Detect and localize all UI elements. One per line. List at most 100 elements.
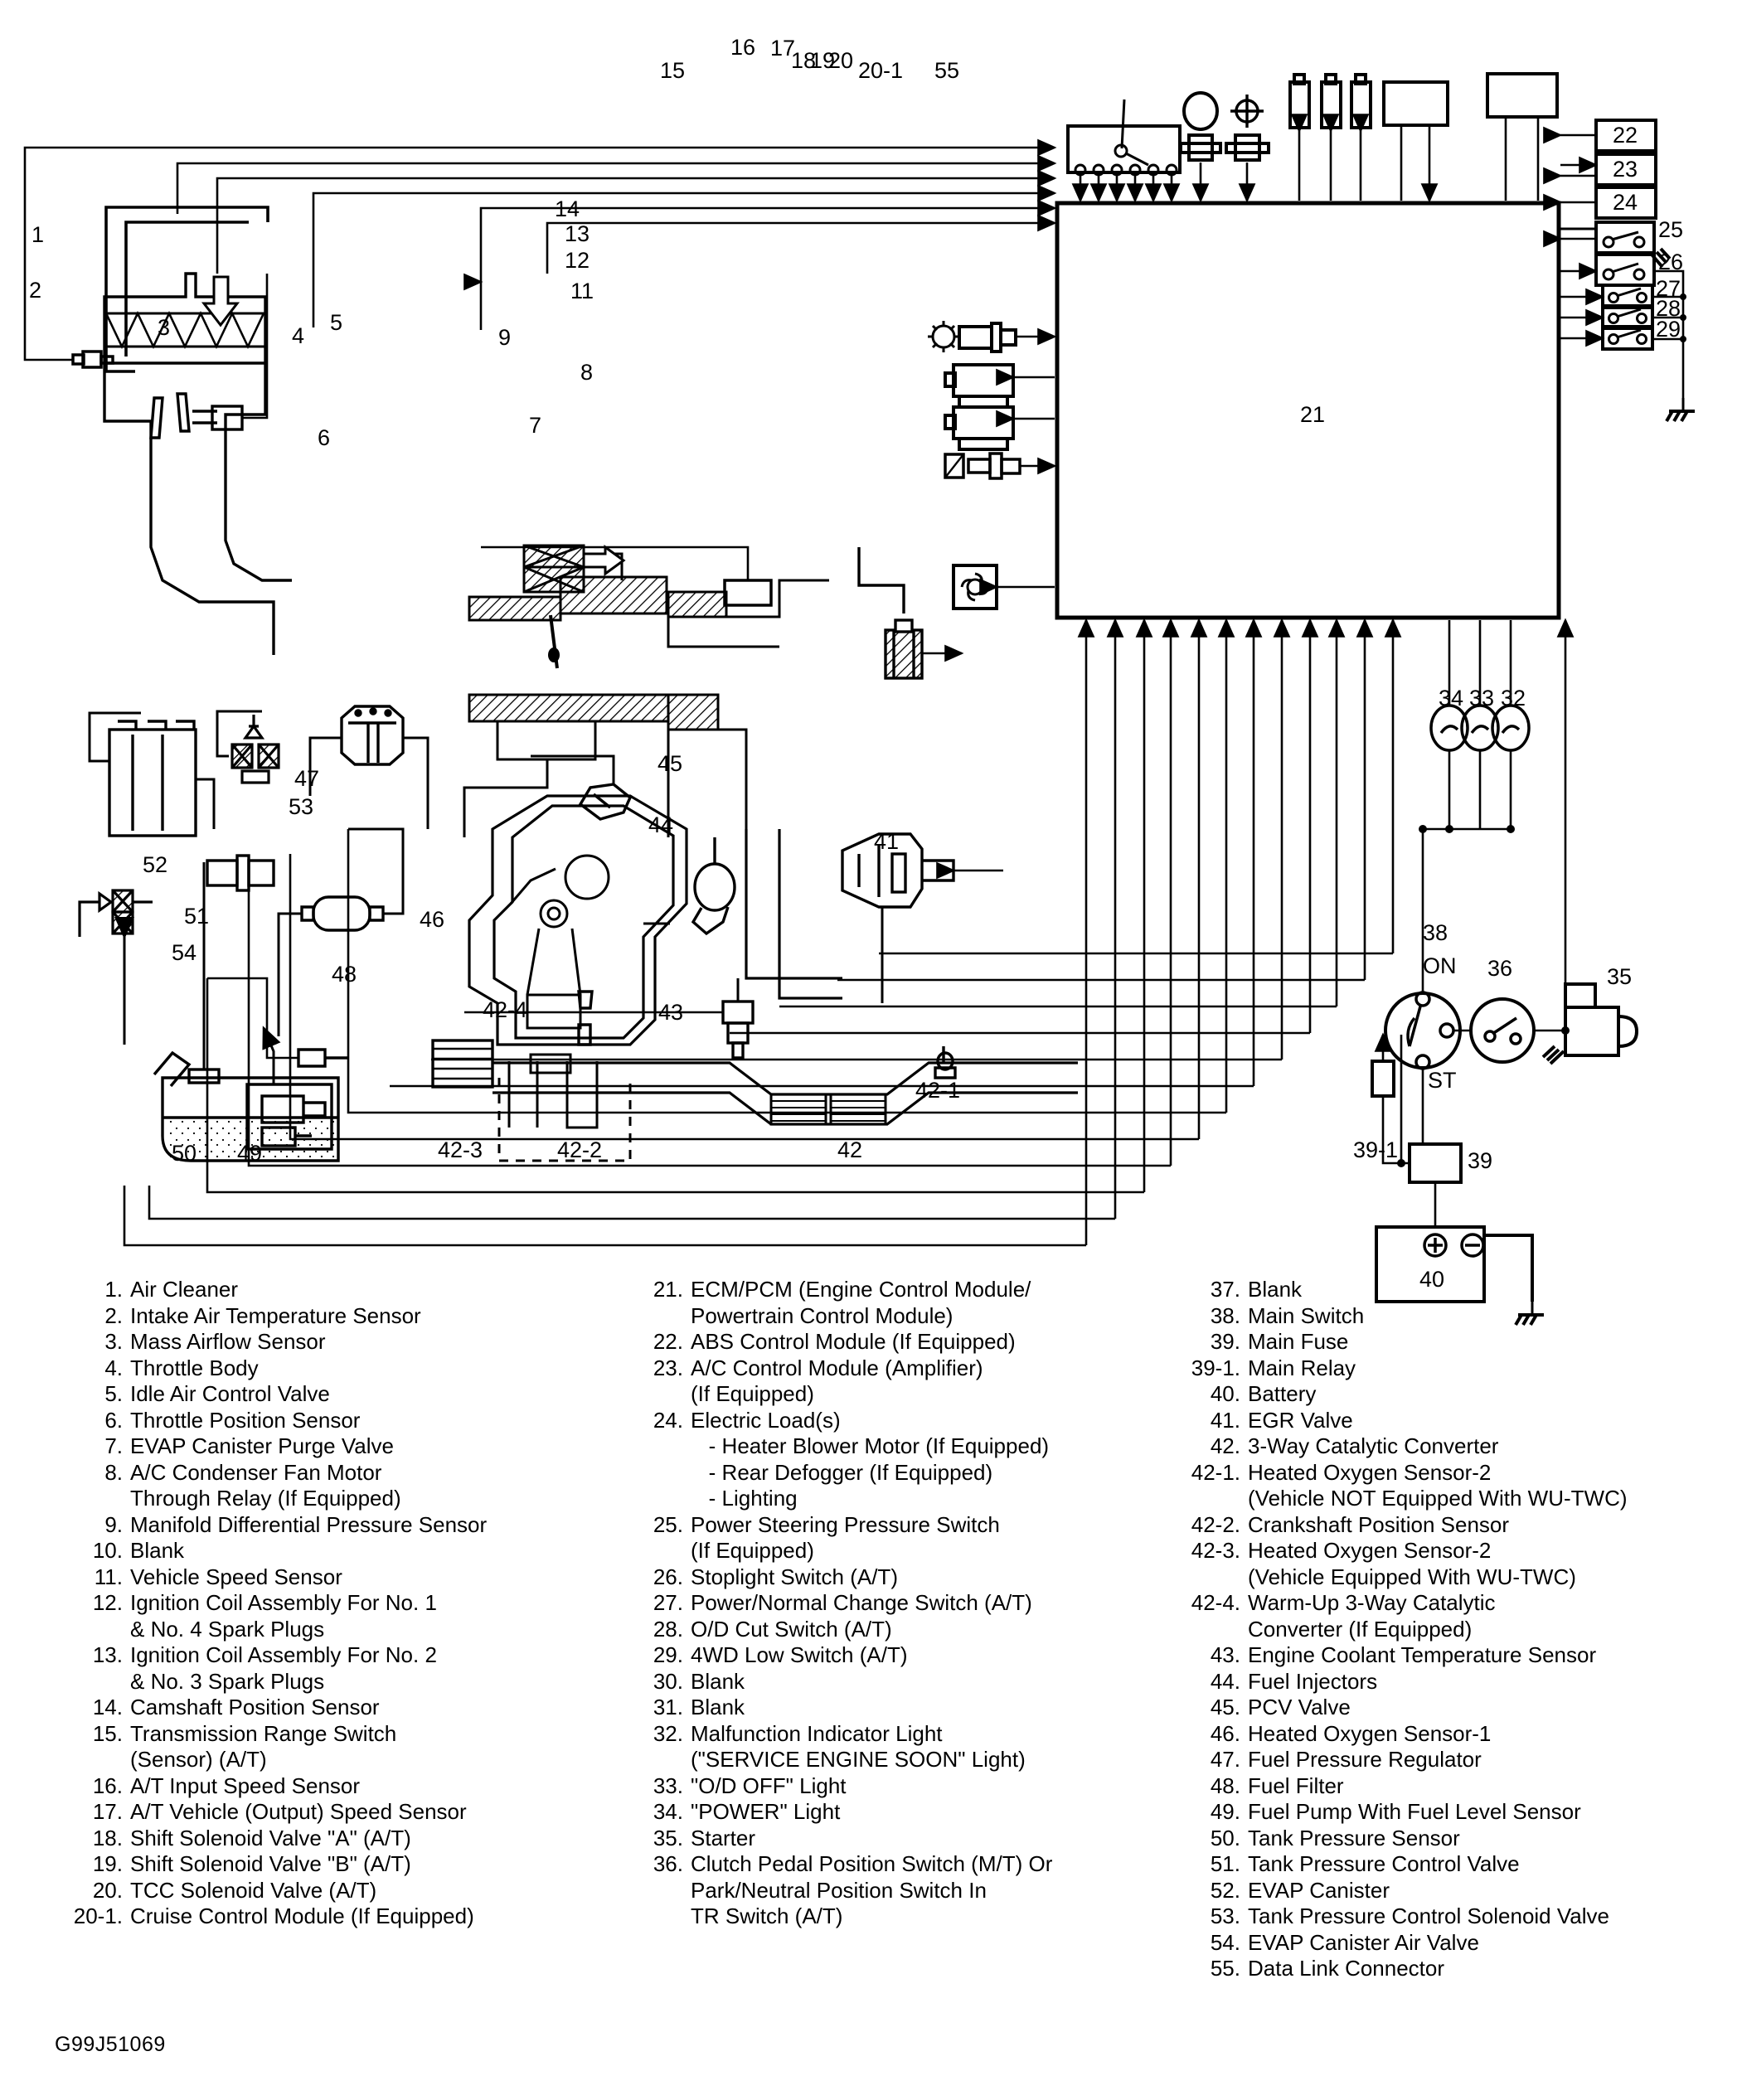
callout-39: 39 [1468, 1148, 1493, 1173]
legend-item-label: EVAP Canister Air Valve [1248, 1929, 1479, 1955]
callout-18: 18 [791, 48, 817, 73]
callout-42-2: 42-2 [557, 1137, 603, 1162]
legend-item-number: 35. [653, 1825, 683, 1850]
callout-33: 33 [1469, 686, 1495, 711]
legend-item-number: 20. [92, 1877, 123, 1903]
legend-item: 52.EVAP Canister [1154, 1878, 1628, 1904]
legend-item-label: Power/Normal Change Switch (A/T) [691, 1590, 1032, 1615]
legend-item-label: - Lighting [691, 1486, 798, 1511]
legend-item-label: Battery [1248, 1381, 1317, 1406]
legend-item-number: 33. [653, 1773, 683, 1798]
callout-6: 6 [318, 425, 331, 450]
legend-item-number: 41. [1210, 1407, 1240, 1433]
legend-item-label: - Heater Blower Motor (If Equipped) [691, 1433, 1050, 1458]
legend-item-number: 19. [92, 1851, 123, 1876]
legend-item-number: 52. [1210, 1877, 1240, 1903]
legend-item-number: 45. [1210, 1695, 1240, 1719]
legend-item: 55.Data Link Connector [1154, 1956, 1628, 1982]
legend-item-label: Fuel Injectors [1248, 1668, 1378, 1694]
legend-item-label: PCV Valve [1248, 1695, 1351, 1719]
legend-item-label: O/D Cut Switch (A/T) [691, 1616, 892, 1642]
callout-55: 55 [934, 58, 960, 83]
legend-item: 15.(Sensor) (A/T) [51, 1747, 487, 1773]
legend-item-label: A/C Condenser Fan Motor [130, 1459, 382, 1485]
callout-45: 45 [657, 751, 683, 776]
legend-item: 6.Throttle Position Sensor [51, 1408, 487, 1434]
legend-item: 1.Air Cleaner [51, 1277, 487, 1303]
legend-item-number: 39-1. [1191, 1355, 1240, 1380]
legend-item-label: Manifold Differential Pressure Sensor [130, 1511, 488, 1537]
legend-item-label: Powertrain Control Module) [691, 1302, 953, 1328]
legend-item-label: A/C Control Module (Amplifier) [691, 1355, 983, 1380]
legend-item-label: EVAP Canister Purge Valve [130, 1433, 394, 1458]
callout-39-1: 39-1 [1353, 1137, 1399, 1162]
legend-item-label: - Rear Defogger (If Equipped) [691, 1459, 993, 1485]
callout-13: 13 [565, 221, 590, 246]
legend-item: 22.ABS Control Module (If Equipped) [612, 1329, 1052, 1356]
legend-item-number: 42-1. [1191, 1459, 1240, 1485]
legend-item: 41.EGR Valve [1154, 1408, 1628, 1434]
callout-7: 7 [529, 413, 542, 438]
callout-1: 1 [32, 222, 45, 247]
callout-2: 2 [29, 278, 42, 303]
legend-item: 42-4.Warm-Up 3-Way Catalytic [1154, 1590, 1628, 1617]
legend-item-number: 34. [653, 1799, 683, 1824]
legend-item-number: 42. [1210, 1433, 1240, 1458]
legend-item-number: 38. [1210, 1302, 1240, 1328]
legend-item-label: (If Equipped) [691, 1538, 814, 1563]
callout-26: 26 [1658, 250, 1684, 274]
legend-item-number: 8. [104, 1459, 123, 1485]
legend-item-number: 23. [653, 1355, 683, 1380]
legend-item: 42-2.Crankshaft Position Sensor [1154, 1512, 1628, 1539]
legend-item-label: "POWER" Light [691, 1799, 841, 1824]
callout-20: 20 [828, 48, 854, 73]
callout-17: 17 [770, 36, 796, 61]
legend-item: 3.Mass Airflow Sensor [51, 1329, 487, 1356]
legend-item-label: Blank [691, 1668, 745, 1694]
legend-item: 16.A/T Input Speed Sensor [51, 1773, 487, 1800]
legend-item-label: Shift Solenoid Valve "A" (A/T) [130, 1825, 411, 1850]
legend-item-number: 3. [104, 1329, 123, 1354]
legend-item-number: 2. [104, 1302, 123, 1328]
legend-item-number: 29. [653, 1642, 683, 1667]
legend-item-label: TCC Solenoid Valve (A/T) [130, 1877, 377, 1903]
legend-item: 7.EVAP Canister Purge Valve [51, 1433, 487, 1460]
callout-27: 27 [1656, 276, 1681, 301]
callout-42-4: 42-4 [483, 997, 528, 1022]
legend-item: 4.Throttle Body [51, 1356, 487, 1382]
legend-item-label: Engine Coolant Temperature Sensor [1248, 1642, 1597, 1667]
callout-22: 22 [1613, 123, 1638, 148]
legend-item-number: 27. [653, 1590, 683, 1615]
legend-item-label: Intake Air Temperature Sensor [130, 1302, 421, 1328]
legend-item-label: Crankshaft Position Sensor [1248, 1511, 1510, 1537]
callout-19: 19 [810, 48, 836, 73]
legend-item: 38.Main Switch [1154, 1303, 1628, 1330]
legend-item-number: 21. [653, 1277, 683, 1302]
callout-21: 21 [1300, 402, 1326, 427]
legend-item: 36.TR Switch (A/T) [612, 1904, 1052, 1930]
legend-item: 33."O/D OFF" Light [612, 1773, 1052, 1800]
callout-25: 25 [1658, 217, 1684, 242]
ignition-on-label: ON [1423, 953, 1457, 978]
callout-52: 52 [143, 852, 168, 877]
callout-12: 12 [565, 248, 590, 273]
legend-item-label: Park/Neutral Position Switch In [691, 1877, 987, 1903]
legend-item-label: Heated Oxygen Sensor-1 [1248, 1720, 1492, 1746]
legend-item-number: 10. [92, 1538, 123, 1563]
callout-49: 49 [237, 1141, 263, 1166]
legend-item-number: 28. [653, 1616, 683, 1642]
legend-item-label: Electric Load(s) [691, 1407, 841, 1433]
legend-item-label: Stoplight Switch (A/T) [691, 1564, 898, 1589]
callout-38: 38 [1423, 920, 1448, 945]
legend-item-label: Ignition Coil Assembly For No. 1 [130, 1590, 437, 1615]
callout-5: 5 [330, 310, 343, 335]
legend-item: 15.Transmission Range Switch [51, 1721, 487, 1748]
legend-item-label: Ignition Coil Assembly For No. 2 [130, 1642, 437, 1667]
callout-32: 32 [1501, 686, 1526, 711]
legend-item-number: 6. [104, 1407, 123, 1433]
legend-item-number: 30. [653, 1668, 683, 1694]
legend-item-number: 25. [653, 1511, 683, 1537]
legend-item: 43.Engine Coolant Temperature Sensor [1154, 1642, 1628, 1669]
